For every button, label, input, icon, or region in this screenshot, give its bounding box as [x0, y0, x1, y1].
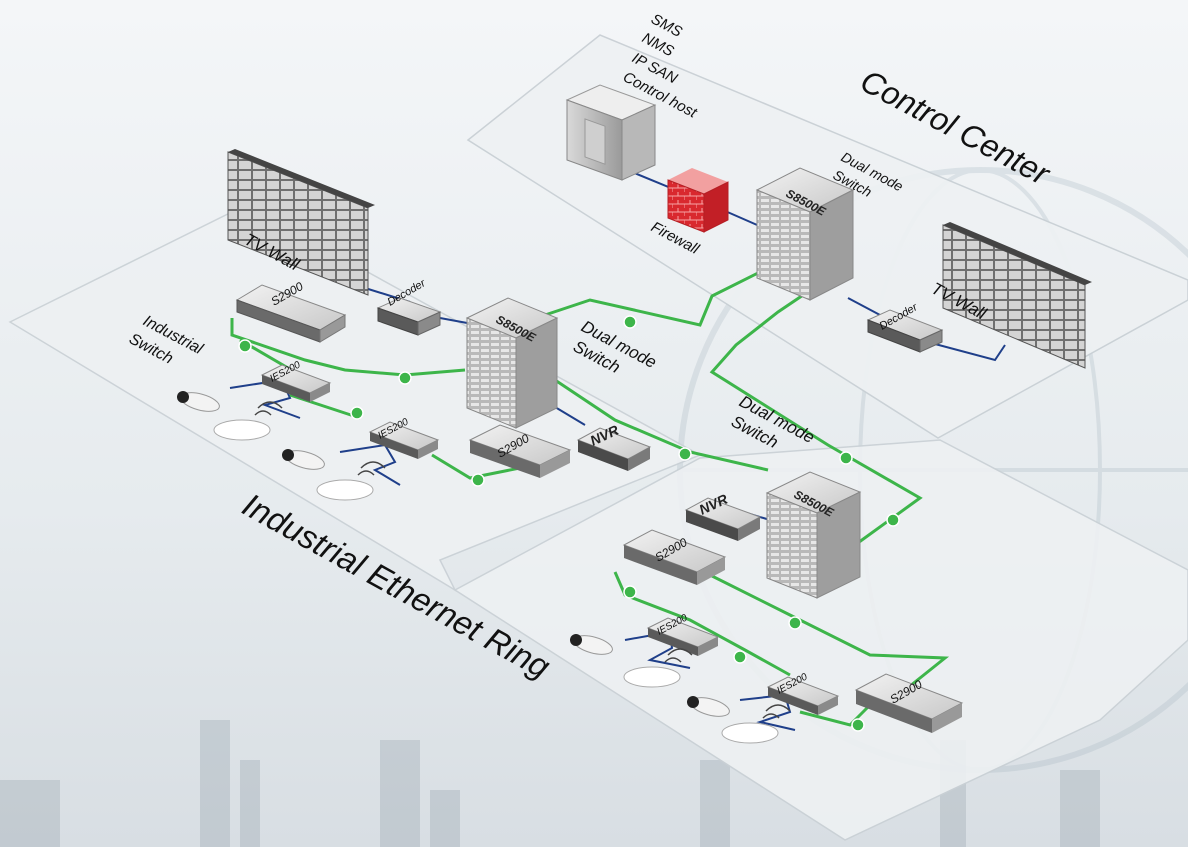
access-switch-left-top [235, 284, 347, 343]
camera-left-1 [177, 391, 220, 412]
city-skyline [0, 720, 1100, 847]
firewall [667, 168, 729, 233]
wireless-ap-left-1 [213, 401, 283, 441]
ring-platform-left [8, 204, 702, 592]
industrial-switch-right-1 [646, 617, 720, 656]
wireless-ap-left-2 [316, 461, 386, 501]
core-switch-right [765, 471, 862, 599]
camera-right-1 [570, 634, 613, 655]
access-switch-right-top [622, 529, 727, 585]
camera-left-2 [282, 449, 325, 470]
nvr-left [576, 427, 652, 471]
access-switch-left-bottom [468, 424, 572, 478]
link-markers [238, 315, 900, 732]
camera-right-2 [687, 696, 730, 717]
industrial-switch-left-1 [260, 364, 332, 402]
wireless-ap-right-2 [721, 704, 791, 744]
core-switch-control [755, 167, 855, 301]
decoder-right [866, 309, 944, 353]
wireless-ap-right-1 [623, 648, 693, 688]
decoder-left [376, 297, 442, 336]
server-stack [565, 84, 657, 181]
access-switch-right-bottom [854, 673, 964, 733]
tv-wall-right [942, 222, 1092, 369]
industrial-switch-right-2 [766, 676, 840, 715]
nvr-right [684, 497, 762, 541]
industrial-switch-left-2 [368, 421, 440, 459]
core-switch-left [465, 297, 559, 429]
tv-wall-left [227, 149, 375, 296]
